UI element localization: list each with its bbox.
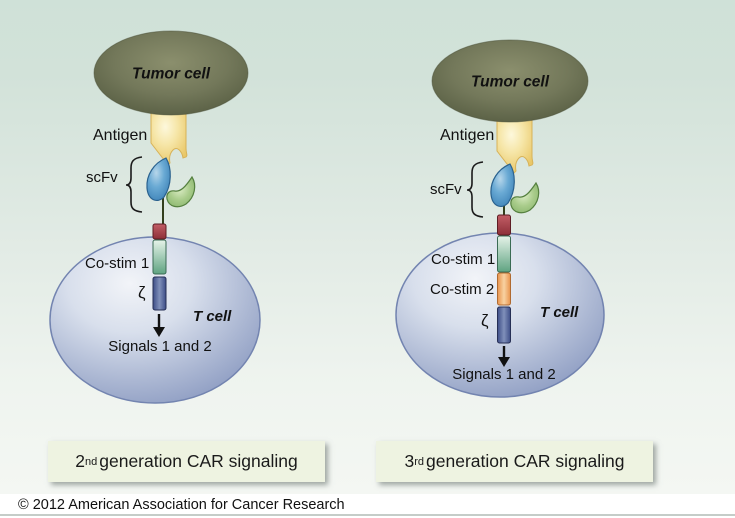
tumor-cell-label: Tumor cell (131, 65, 211, 83)
copyright-text: © 2012 American Association for Cancer R… (18, 497, 345, 513)
caption-ordinal: 2 (75, 451, 85, 471)
costim2-domain (497, 272, 511, 306)
hinge-domain (152, 223, 167, 240)
signals-label: Signals 1 and 2 (108, 338, 212, 355)
hinge-domain (497, 214, 511, 236)
caption-ordinal: 3 (404, 451, 415, 471)
zeta-label: ζ (138, 283, 146, 302)
costim1-label: Co-stim 1 (85, 255, 150, 272)
caption-text: generation CAR signaling (99, 451, 298, 471)
antigen-label: Antigen (440, 127, 495, 144)
bottom-rule (0, 514, 735, 516)
panel-third-generation-shapes (395, 39, 605, 398)
scfv-blue-domain (490, 163, 515, 207)
costim2-label: Co-stim 2 (430, 281, 495, 298)
scfv-blue-domain (146, 157, 171, 201)
diagram-background: Tumor cell Antigen scFv Co-stim 1 ζ T ce… (0, 0, 735, 494)
signal-arrow-head (153, 327, 165, 337)
antigen-shape (496, 119, 534, 174)
scfv-green-domain (166, 175, 196, 208)
caption-text: generation CAR signaling (426, 451, 625, 471)
scfv-green-domain (510, 181, 540, 214)
scfv-label: scFv (430, 181, 462, 198)
scfv-brace (125, 156, 143, 213)
antigen-label: Antigen (93, 127, 148, 144)
panel-third-generation: Tumor cell Antigen scFv Co-stim 1 Co-sti… (368, 0, 735, 440)
costim1-label: Co-stim 1 (431, 251, 496, 268)
zeta-domain (497, 306, 511, 344)
t-cell-label: T cell (193, 308, 232, 325)
t-cell-label: T cell (540, 304, 579, 321)
scfv-brace (466, 161, 484, 218)
costim1-domain (152, 239, 167, 275)
antigen-shape (150, 111, 188, 166)
zeta-label: ζ (481, 311, 489, 330)
costim1-domain (497, 235, 511, 273)
signal-arrow-head (498, 357, 510, 367)
zeta-domain (152, 276, 167, 311)
panel-second-generation: Tumor cell Antigen scFv Co-stim 1 ζ T ce… (0, 0, 368, 440)
scfv-label: scFv (86, 169, 118, 186)
signals-label: Signals 1 and 2 (452, 366, 556, 383)
panel-second-generation-shapes (49, 30, 261, 404)
tumor-cell-label: Tumor cell (470, 73, 550, 91)
tumor-cell-shape (93, 30, 249, 116)
tumor-cell-shape (431, 39, 589, 123)
